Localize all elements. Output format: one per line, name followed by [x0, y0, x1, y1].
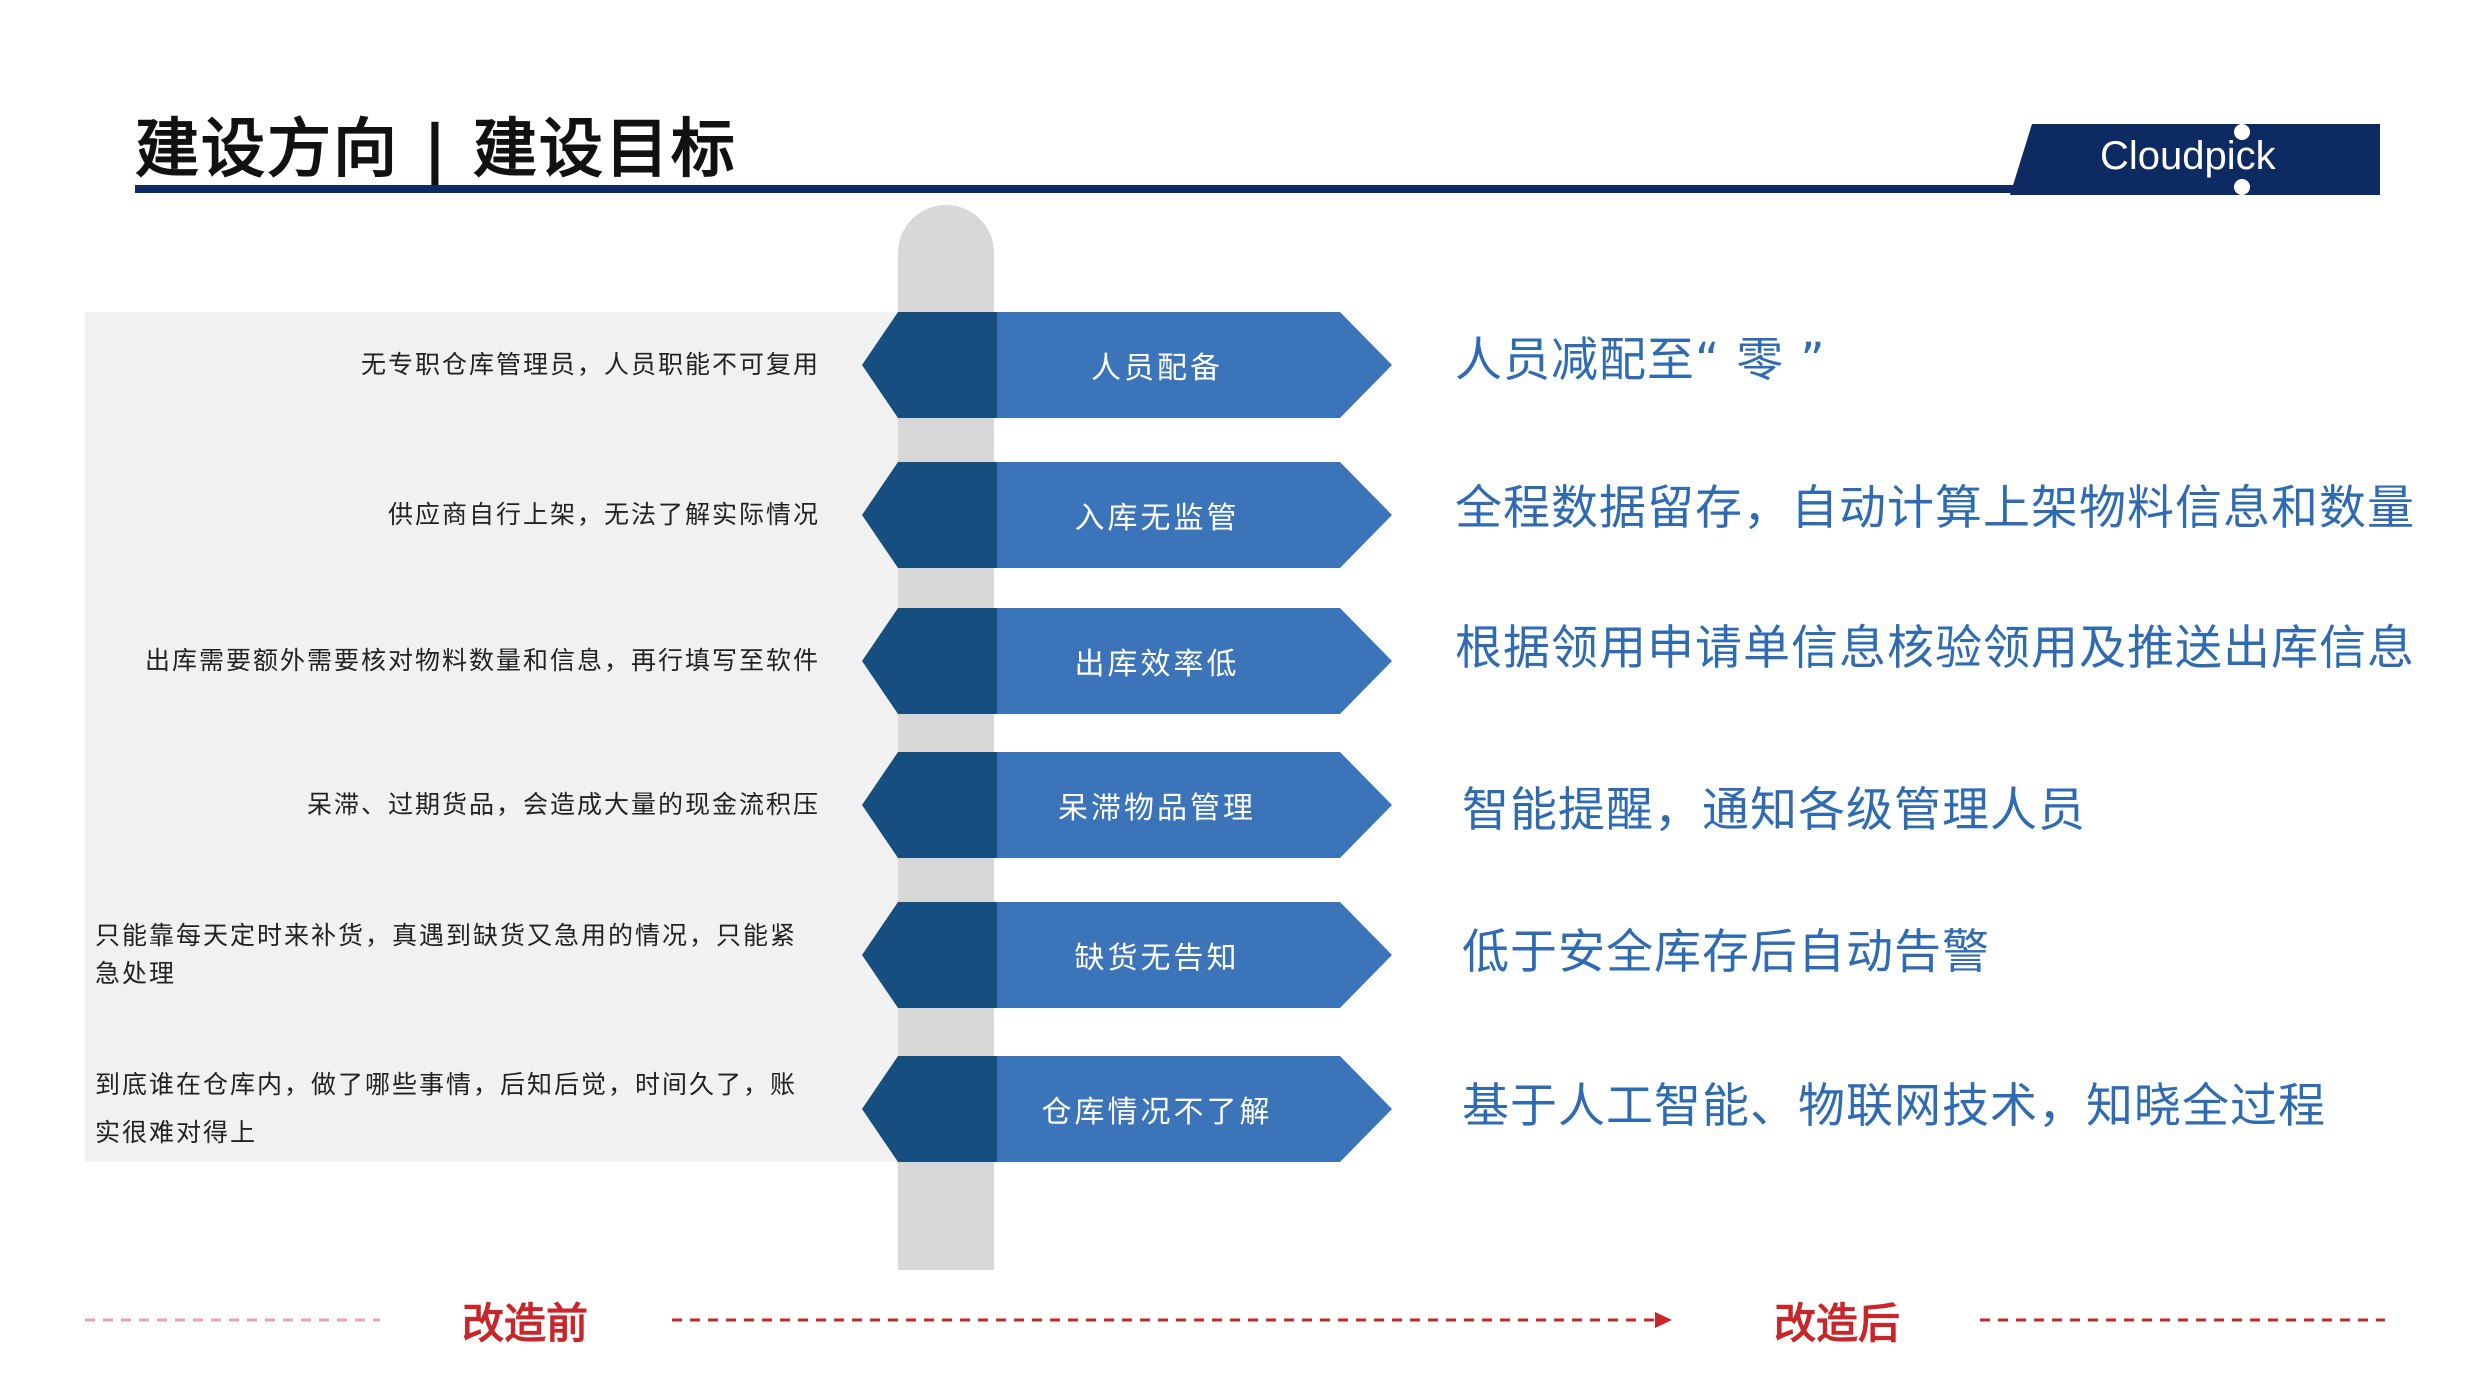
arrow-label: 缺货无告知: [1074, 941, 1240, 976]
before-after-axis: 改造前 改造后: [0, 1290, 2481, 1350]
comparison-row-2: 供应商自行上架，无法了解实际情况 入库无监管 全程数据留存，自动计算上架物料信息…: [0, 462, 2481, 568]
before-description: 出库需要额外需要核对物料数量和信息，再行填写至软件: [144, 646, 820, 675]
logo-dot-bottom: [2234, 179, 2250, 195]
after-description: 低于安全库存后自动告警: [1462, 924, 1990, 980]
logo-band-shape: [2010, 124, 2380, 195]
comparison-row-3: 出库需要额外需要核对物料数量和信息，再行填写至软件 出库效率低 根据领用申请单信…: [0, 608, 2481, 714]
arrow-label: 入库无监管: [1074, 501, 1240, 536]
after-description: 人员减配至“ 零 ”: [1455, 332, 1826, 388]
title-divider: [135, 185, 2015, 193]
axis-lines: [85, 1312, 2385, 1328]
axis-label-before: 改造前: [462, 1298, 589, 1348]
arrow-label: 出库效率低: [1074, 647, 1240, 682]
arrow-tag: 呆滞物品管理: [862, 752, 1392, 858]
arrow-tag: 人员配备: [862, 312, 1392, 418]
before-description: 无专职仓库管理员，人员职能不可复用: [360, 350, 820, 379]
logo-text: Cloudpick: [2100, 134, 2276, 178]
comparison-row-1: 无专职仓库管理员，人员职能不可复用 人员配备 人员减配至“ 零 ”: [0, 312, 2481, 418]
arrow-tag: 入库无监管: [862, 462, 1392, 568]
before-description: 只能靠每天定时来补货，真遇到缺货又急用的情况，只能紧急处理: [95, 921, 798, 988]
before-panel: [85, 312, 905, 1162]
arrow-tag: 仓库情况不了解: [862, 1056, 1392, 1162]
after-description: 根据领用申请单信息核验领用及推送出库信息: [1455, 620, 2415, 676]
arrow-label: 人员配备: [1091, 351, 1223, 386]
comparison-row-6: 到底谁在仓库内，做了哪些事情，后知后觉，时间久了，账实很难对得上 仓库情况不了解…: [0, 1056, 2481, 1162]
after-description: 全程数据留存，自动计算上架物料信息和数量: [1455, 480, 2415, 536]
page-title: 建设方向 | 建设目标: [135, 113, 737, 187]
after-description: 智能提醒，通知各级管理人员: [1462, 782, 2086, 838]
arrow-tag: 缺货无告知: [862, 902, 1392, 1008]
after-description: 基于人工智能、物联网技术，知晓全过程: [1462, 1078, 2326, 1134]
arrow-tag: 出库效率低: [862, 608, 1392, 714]
cloudpick-logo: Cloudpick: [2010, 124, 2380, 195]
before-description: 到底谁在仓库内，做了哪些事情，后知后觉，时间久了，账实很难对得上: [95, 1070, 798, 1147]
arrow-label: 呆滞物品管理: [1058, 791, 1256, 826]
before-description: 呆滞、过期货品，会造成大量的现金流积压: [306, 790, 820, 819]
comparison-row-4: 呆滞、过期货品，会造成大量的现金流积压 呆滞物品管理 智能提醒，通知各级管理人员: [0, 752, 2481, 858]
logo-dot-top: [2234, 124, 2250, 140]
comparison-row-5: 只能靠每天定时来补货，真遇到缺货又急用的情况，只能紧急处理 缺货无告知 低于安全…: [0, 902, 2481, 1008]
arrow-label: 仓库情况不了解: [1041, 1095, 1273, 1130]
axis-label-after: 改造后: [1774, 1298, 1901, 1348]
before-description: 供应商自行上架，无法了解实际情况: [387, 500, 820, 529]
